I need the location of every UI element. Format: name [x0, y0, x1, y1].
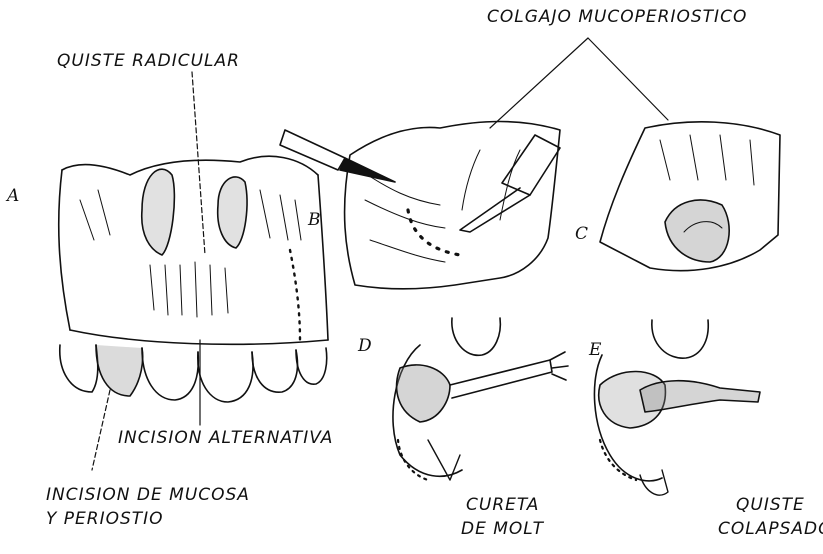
leader-lines [92, 38, 668, 470]
label-quiste-colapsado-line1: QUISTE [736, 497, 805, 514]
label-colgajo-mucoperiostico: COLGAJO MUCOPERIOSTICO [487, 9, 747, 26]
label-quiste-colapsado-line2: COLAPSADO [718, 521, 823, 538]
panel-label-d: D [358, 338, 372, 355]
panel-label-e: E [589, 342, 601, 359]
panel-label-c: C [575, 226, 588, 243]
label-incision-mucosa-line1: INCISION DE MUCOSA [46, 487, 250, 504]
label-cureta-line1: CURETA [466, 497, 539, 514]
panel-label-b: B [308, 212, 321, 229]
label-cureta-line2: DE MOLT [461, 521, 544, 538]
panel-a-maxilla [59, 156, 328, 402]
label-quiste-radicular: QUISTE RADICULAR [57, 53, 240, 70]
panel-label-a: A [7, 188, 19, 205]
panel-b-flap [280, 122, 560, 289]
panel-d-curette [393, 318, 568, 480]
panel-c-bone [600, 122, 780, 271]
label-incision-alternativa: INCISION ALTERNATIVA [118, 430, 333, 447]
label-incision-mucosa-line2: Y PERIOSTIO [46, 511, 164, 528]
panel-e-collapsed-cyst [594, 320, 760, 495]
